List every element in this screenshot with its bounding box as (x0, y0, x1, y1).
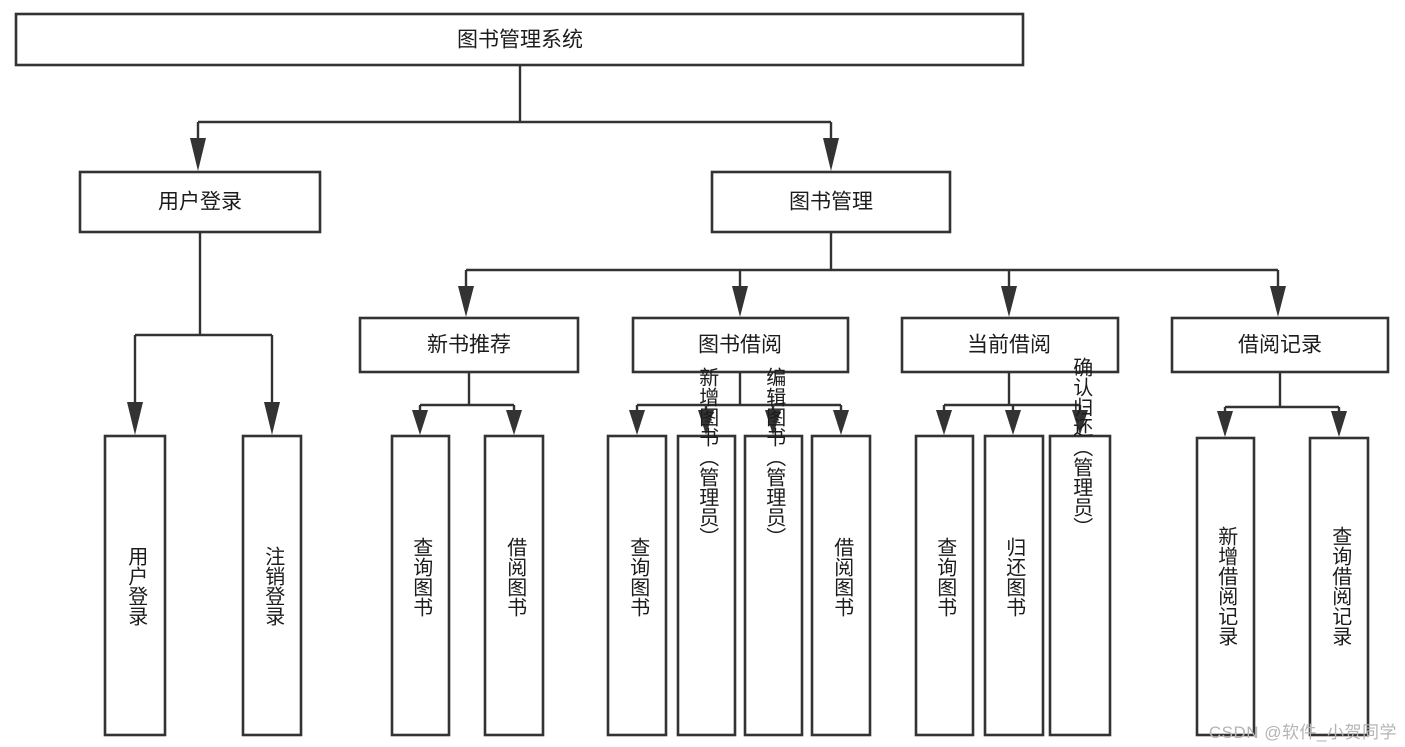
leaf-user-login-box[interactable] (103, 434, 167, 737)
arrow-head-leaf-edit-book (765, 410, 781, 435)
leaf-logout-login[interactable]: 注销登录 (241, 434, 303, 737)
arrow-head-book-management (823, 138, 839, 171)
leaf-add-record-box[interactable] (1195, 436, 1256, 737)
leaf-query-book-3-box[interactable] (914, 434, 975, 737)
node-borrow-record[interactable]: 借阅记录 (1170, 316, 1390, 374)
leaf-borrow-book-2[interactable]: 借阅图书 (810, 434, 872, 737)
leaf-user-login[interactable]: 用户登录 (103, 434, 167, 737)
arrow-head-borrow-record (1270, 286, 1286, 317)
leaf-confirm-return[interactable]: 确认归还（管理员） (1048, 357, 1112, 737)
leaf-query-book-3[interactable]: 查询图书 (914, 434, 975, 737)
leaf-logout-login-box[interactable] (241, 434, 303, 737)
node-book-borrow-label: 图书借阅 (698, 334, 782, 357)
node-book-borrow[interactable]: 图书借阅 (631, 316, 850, 374)
node-book-management-box[interactable] (710, 170, 952, 234)
leaf-borrow-book-2-label: 借阅图书 (831, 537, 854, 617)
leaf-query-book-2-box[interactable] (606, 434, 668, 737)
leaf-add-record[interactable]: 新增借阅记录 (1195, 436, 1256, 737)
node-user-login-box[interactable] (78, 170, 322, 234)
arrow-head-leaf-borrow-book-1 (506, 410, 522, 435)
arrow-head-current-borrow (1001, 286, 1017, 317)
node-root[interactable]: 图书管理系统 (14, 12, 1025, 67)
leaf-query-record[interactable]: 查询借阅记录 (1308, 436, 1370, 737)
connectors-book-management-to-level3 (458, 232, 1286, 317)
node-book-management[interactable]: 图书管理 (710, 170, 952, 234)
arrow-head-leaf-add-record (1217, 411, 1233, 437)
node-new-book-recommend[interactable]: 新书推荐 (358, 316, 580, 374)
node-new-book-recommend-box[interactable] (358, 316, 580, 374)
leaf-edit-book-label: 编辑图书（管理员） (763, 367, 786, 547)
leaf-borrow-book-2-box[interactable] (810, 434, 872, 737)
arrow-head-leaf-confirm-return (1072, 410, 1088, 435)
leaf-confirm-return-box[interactable] (1048, 434, 1112, 737)
leaf-add-book[interactable]: 新增图书（管理员） (676, 367, 737, 737)
connectors-book-borrow-to-leaves (629, 372, 849, 435)
leaf-confirm-return-label: 确认归还（管理员） (1070, 357, 1093, 537)
node-book-borrow-box[interactable] (631, 316, 850, 374)
leaf-borrow-book-1[interactable]: 借阅图书 (483, 434, 545, 737)
leaf-query-record-label: 查询借阅记录 (1329, 526, 1352, 646)
node-new-book-recommend-label: 新书推荐 (427, 334, 511, 357)
leaf-query-record-box[interactable] (1308, 436, 1370, 737)
leaf-add-record-label: 新增借阅记录 (1215, 526, 1238, 646)
node-user-login[interactable]: 用户登录 (78, 170, 322, 234)
node-user-login-label: 用户登录 (158, 191, 242, 214)
node-root-label: 图书管理系统 (457, 29, 583, 52)
connectors-new-book-to-leaves (412, 372, 522, 435)
arrow-head-leaf-query-record (1331, 411, 1347, 437)
arrow-head-book-borrow (732, 286, 748, 317)
arrow-head-user-login (190, 138, 206, 171)
leaf-edit-book-box[interactable] (743, 434, 804, 737)
arrow-head-leaf-borrow-book-2 (833, 410, 849, 435)
leaf-return-book-label: 归还图书 (1003, 537, 1026, 617)
node-borrow-record-label: 借阅记录 (1238, 334, 1322, 357)
leaf-user-login-label: 用户登录 (125, 546, 148, 626)
node-current-borrow[interactable]: 当前借阅 (900, 316, 1120, 374)
leaf-return-book[interactable]: 归还图书 (983, 434, 1045, 737)
leaf-query-book-3-label: 查询图书 (934, 537, 957, 617)
leaf-edit-book[interactable]: 编辑图书（管理员） (743, 367, 804, 737)
leaf-add-book-box[interactable] (676, 434, 737, 737)
leaf-query-book-2[interactable]: 查询图书 (606, 434, 668, 737)
leaf-query-book-1[interactable]: 查询图书 (390, 434, 451, 737)
leaf-query-book-2-label: 查询图书 (627, 537, 650, 617)
connectors-borrow-record-to-leaves (1217, 372, 1347, 437)
arrow-head-leaf-query-book-3 (936, 410, 952, 435)
arrow-head-leaf-user-login (127, 402, 143, 435)
node-book-management-label: 图书管理 (789, 191, 873, 214)
arrow-head-leaf-logout-login (264, 402, 280, 435)
leaf-add-book-label: 新增图书（管理员） (696, 367, 719, 547)
arrow-head-leaf-query-book-1 (412, 410, 428, 435)
node-root-box[interactable] (14, 12, 1025, 67)
connectors-root-to-level2 (190, 65, 839, 171)
connectors-user-login-to-leaves (127, 232, 280, 435)
node-current-borrow-label: 当前借阅 (967, 334, 1051, 357)
leaf-borrow-book-1-label: 借阅图书 (504, 537, 527, 617)
arrow-head-leaf-add-book (698, 410, 714, 435)
leaf-return-book-box[interactable] (983, 434, 1045, 737)
arrow-head-leaf-return-book (1005, 410, 1021, 435)
arrow-head-leaf-query-book-2 (629, 410, 645, 435)
leaf-query-book-1-box[interactable] (390, 434, 451, 737)
leaf-query-book-1-label: 查询图书 (410, 537, 433, 617)
connectors-current-borrow-to-leaves (936, 372, 1088, 435)
arrow-head-new-book (458, 286, 474, 317)
leaf-borrow-book-1-box[interactable] (483, 434, 545, 737)
node-borrow-record-box[interactable] (1170, 316, 1390, 374)
node-current-borrow-box[interactable] (900, 316, 1120, 374)
csdn-watermark: CSDN @软件_小贺同学 (1208, 723, 1397, 742)
leaf-logout-login-label: 注销登录 (262, 546, 285, 626)
